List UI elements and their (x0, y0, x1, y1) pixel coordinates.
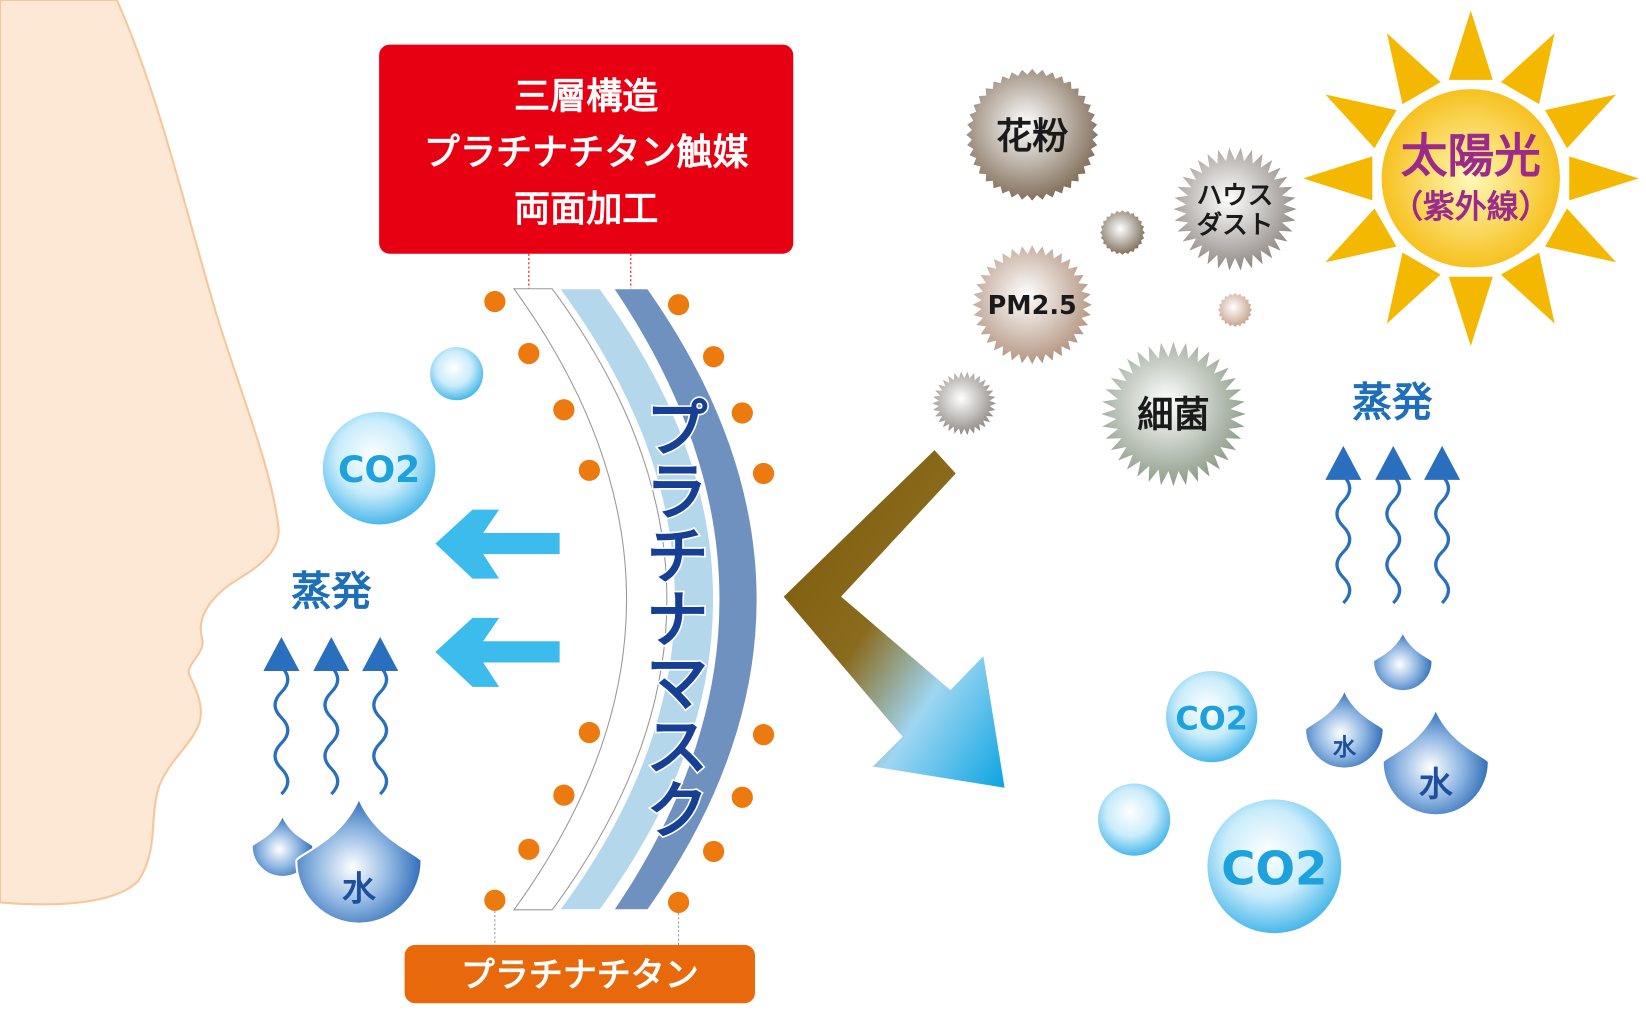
up-arrow-icon (362, 636, 399, 671)
mask-vertical-label: プラチナマスク (634, 395, 708, 841)
sun-ray (1386, 252, 1441, 324)
sun-ray (1569, 156, 1639, 201)
sun-ray (1325, 208, 1397, 263)
mask-layer-inner-blue (612, 288, 758, 911)
wavy-line (1434, 474, 1451, 605)
header-box (379, 44, 794, 254)
orange-dot (518, 838, 540, 860)
orange-dot (518, 342, 540, 365)
wavy-line (323, 665, 340, 796)
pollen-label: 花粉 (996, 115, 1068, 158)
bottom-label: プラチナチタン (461, 955, 699, 995)
orange-dot (667, 294, 690, 316)
orange-dot (553, 784, 575, 806)
water-drop-icon (1372, 628, 1434, 693)
co2-label-left: CO2 (338, 448, 420, 491)
sun-ray (1386, 33, 1441, 105)
orange-dot (667, 891, 690, 914)
evaporation-label-left: 蒸発 (291, 568, 372, 615)
water-label-left: 水 (342, 869, 377, 909)
bubble-icon (1098, 783, 1171, 856)
wavy-line (1335, 474, 1352, 605)
sun-ray (1500, 33, 1555, 105)
bubble-icon (322, 411, 436, 525)
sun-core (1381, 89, 1560, 268)
up-arrow-icon (313, 636, 350, 671)
header-line-1: 三層構造 (514, 74, 658, 117)
orange-dot (731, 402, 753, 424)
water-label-right-small: 水 (1333, 733, 1357, 761)
mask-layer-middle-lightblue (558, 288, 714, 911)
bubble-icon (430, 347, 484, 401)
water-drop-icon (295, 795, 423, 925)
orange-dot (578, 721, 600, 744)
orange-dot (731, 786, 753, 808)
left-arrow-icon (435, 617, 560, 687)
mask-layer-outer-white (512, 288, 668, 911)
dust-particle-icon (1100, 210, 1145, 255)
bacteria-particle-icon (1101, 341, 1246, 487)
bubble-icon (1166, 670, 1258, 763)
water-drop-icon (1381, 706, 1490, 817)
sun-ray (1448, 276, 1493, 347)
co2-label-right-small: CO2 (1175, 699, 1248, 737)
deflection-arrow-icon (783, 450, 1005, 788)
house-dust-label-2: ダスト (1197, 211, 1273, 241)
sun-icon (1302, 10, 1639, 347)
water-label-right-large: 水 (1419, 765, 1454, 805)
evaporation-label-right: 蒸発 (1352, 379, 1433, 426)
wavy-line (273, 665, 290, 796)
sun-ray (1448, 10, 1493, 80)
sun-ray (1545, 94, 1617, 149)
orange-dot (484, 889, 506, 911)
sun-ray (1302, 156, 1373, 201)
sun-title: 太陽光 (1401, 130, 1541, 184)
up-arrow-icon (1424, 445, 1461, 480)
orange-dot (703, 346, 725, 368)
orange-dot (703, 840, 725, 863)
wavy-line (372, 665, 389, 796)
wavy-line (1385, 474, 1402, 605)
house-dust-label-1: ハウス (1197, 181, 1273, 211)
house-dust-particle-icon (1173, 147, 1297, 271)
bubble-icon (1207, 799, 1342, 934)
orange-dot (484, 290, 506, 313)
orange-dot (578, 459, 600, 481)
pm25-particle-icon (972, 245, 1092, 365)
left-arrow-icon (435, 509, 560, 579)
orange-dot (553, 399, 575, 421)
up-arrow-icon (1375, 445, 1412, 480)
up-arrow-icon (1325, 445, 1362, 480)
sun-ray (1325, 94, 1397, 149)
pm25-label: PM2.5 (988, 291, 1077, 321)
sun-ray (1545, 208, 1617, 263)
dust-particle-icon (932, 371, 997, 436)
pollen-particle-icon (966, 69, 1099, 201)
dust-particle-icon (1218, 293, 1253, 327)
sun-subtitle: （紫外線） (1391, 188, 1550, 226)
bottom-label-box (404, 944, 756, 1004)
platinum-titanium-particles (484, 290, 775, 914)
bacteria-label: 細菌 (1137, 393, 1209, 436)
water-drop-icon (1304, 687, 1385, 770)
orange-dot (752, 462, 775, 485)
up-arrow-icon (263, 636, 300, 671)
face-silhouette (0, 0, 280, 906)
header-line-3: 両面加工 (514, 187, 658, 230)
co2-label-right-large: CO2 (1221, 842, 1327, 896)
orange-dot (752, 724, 775, 746)
sun-ray (1500, 252, 1555, 324)
header-line-2: プラチナチタン触媒 (424, 131, 750, 174)
